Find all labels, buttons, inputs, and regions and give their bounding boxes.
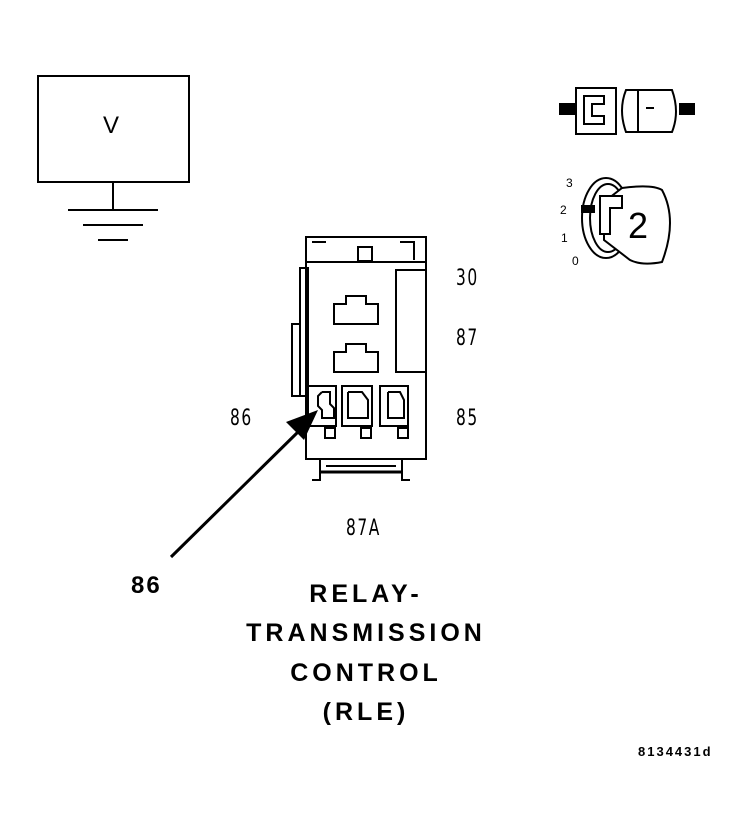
pin-label-85: 85	[456, 406, 479, 431]
title-line-1: RELAY-	[309, 580, 423, 608]
key-position-0: 0	[572, 254, 579, 268]
figure-reference: 8134431d	[638, 744, 713, 759]
relay-top-key	[357, 246, 373, 262]
terminal-30	[333, 295, 379, 325]
voltmeter-label: V	[103, 112, 120, 139]
connector-icon	[559, 87, 695, 135]
key-number: 2	[628, 205, 649, 246]
key-position-2: 2	[560, 203, 567, 217]
pin-label-86: 86	[230, 406, 253, 431]
pin-label-87a: 87A	[346, 516, 381, 541]
voltmeter	[37, 75, 190, 210]
title-line-2: TRANSMISSION	[246, 619, 486, 647]
pointer-arrow	[169, 410, 318, 559]
relay-connector	[291, 236, 427, 481]
terminal-87	[333, 343, 379, 373]
key-position-1: 1	[561, 231, 568, 245]
terminal-87a	[341, 385, 373, 439]
terminal-86	[307, 385, 337, 439]
title-line-4: (RLE)	[322, 698, 410, 726]
pin-label-87: 87	[456, 326, 479, 351]
pin-label-30: 30	[456, 266, 479, 291]
pointer-label: 86	[131, 572, 162, 599]
title-line-3: CONTROL	[290, 659, 442, 687]
key-position-3: 3	[566, 176, 573, 190]
ground-symbol	[68, 209, 158, 241]
relay-right-block	[395, 269, 427, 373]
relay-side-tab	[291, 323, 301, 397]
ignition-key-icon	[581, 177, 671, 265]
terminal-85	[379, 385, 409, 439]
